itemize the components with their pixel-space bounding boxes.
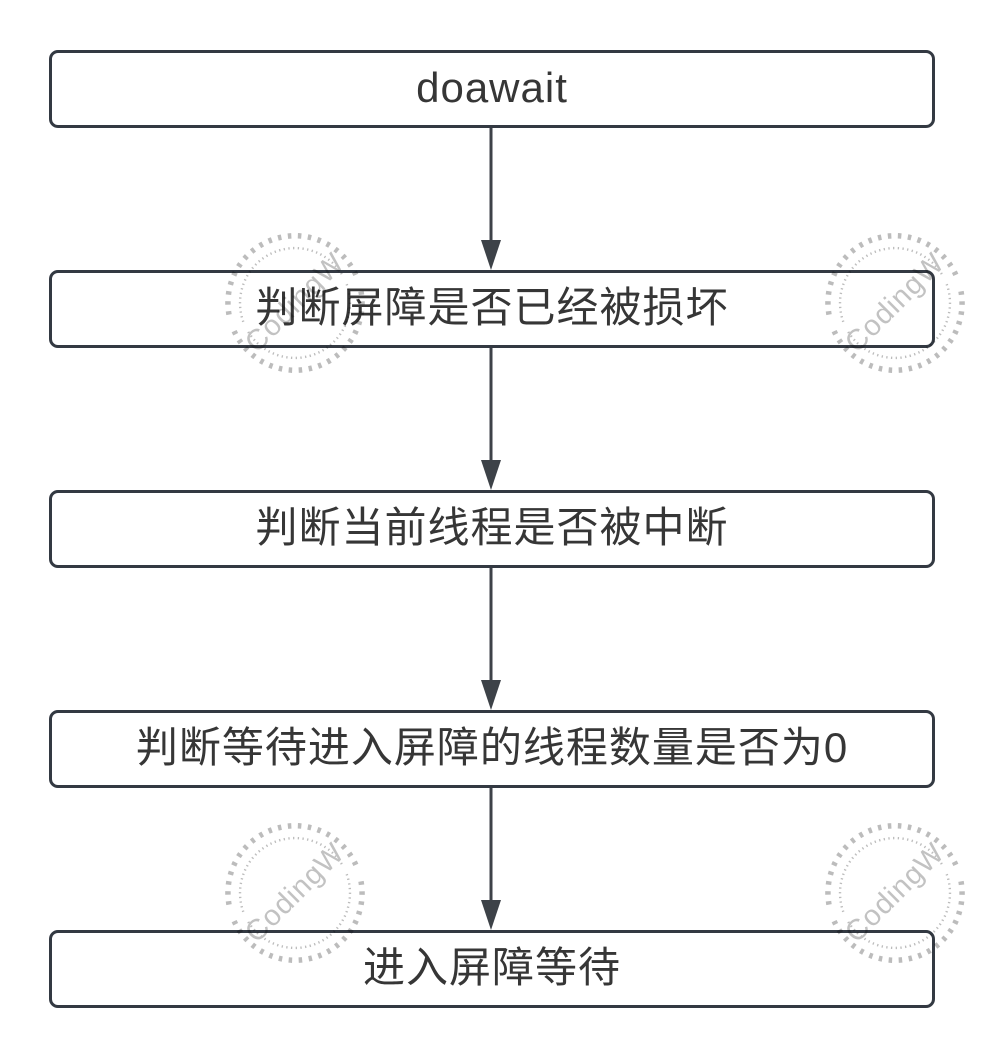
flow-node-doawait: doawait (49, 50, 935, 128)
flow-node-label: 判断等待进入屏障的线程数量是否为0 (135, 724, 849, 771)
flow-node-check-barrier-broken: 判断屏障是否已经被损坏 (49, 270, 935, 348)
flow-node-check-waiting-count-zero: 判断等待进入屏障的线程数量是否为0 (49, 710, 935, 788)
flow-node-label: 进入屏障等待 (362, 944, 621, 991)
flow-node-label: 判断当前线程是否被中断 (255, 504, 729, 551)
arrow-down-1 (481, 128, 501, 270)
arrow-down-2 (481, 348, 501, 490)
arrow-down-4 (481, 788, 501, 930)
arrow-down-3 (481, 568, 501, 710)
flow-node-check-thread-interrupted: 判断当前线程是否被中断 (49, 490, 935, 568)
flow-node-label: 判断屏障是否已经被损坏 (255, 284, 729, 331)
flow-node-label: doawait (416, 64, 568, 111)
flow-node-enter-barrier-wait: 进入屏障等待 (49, 930, 935, 1008)
